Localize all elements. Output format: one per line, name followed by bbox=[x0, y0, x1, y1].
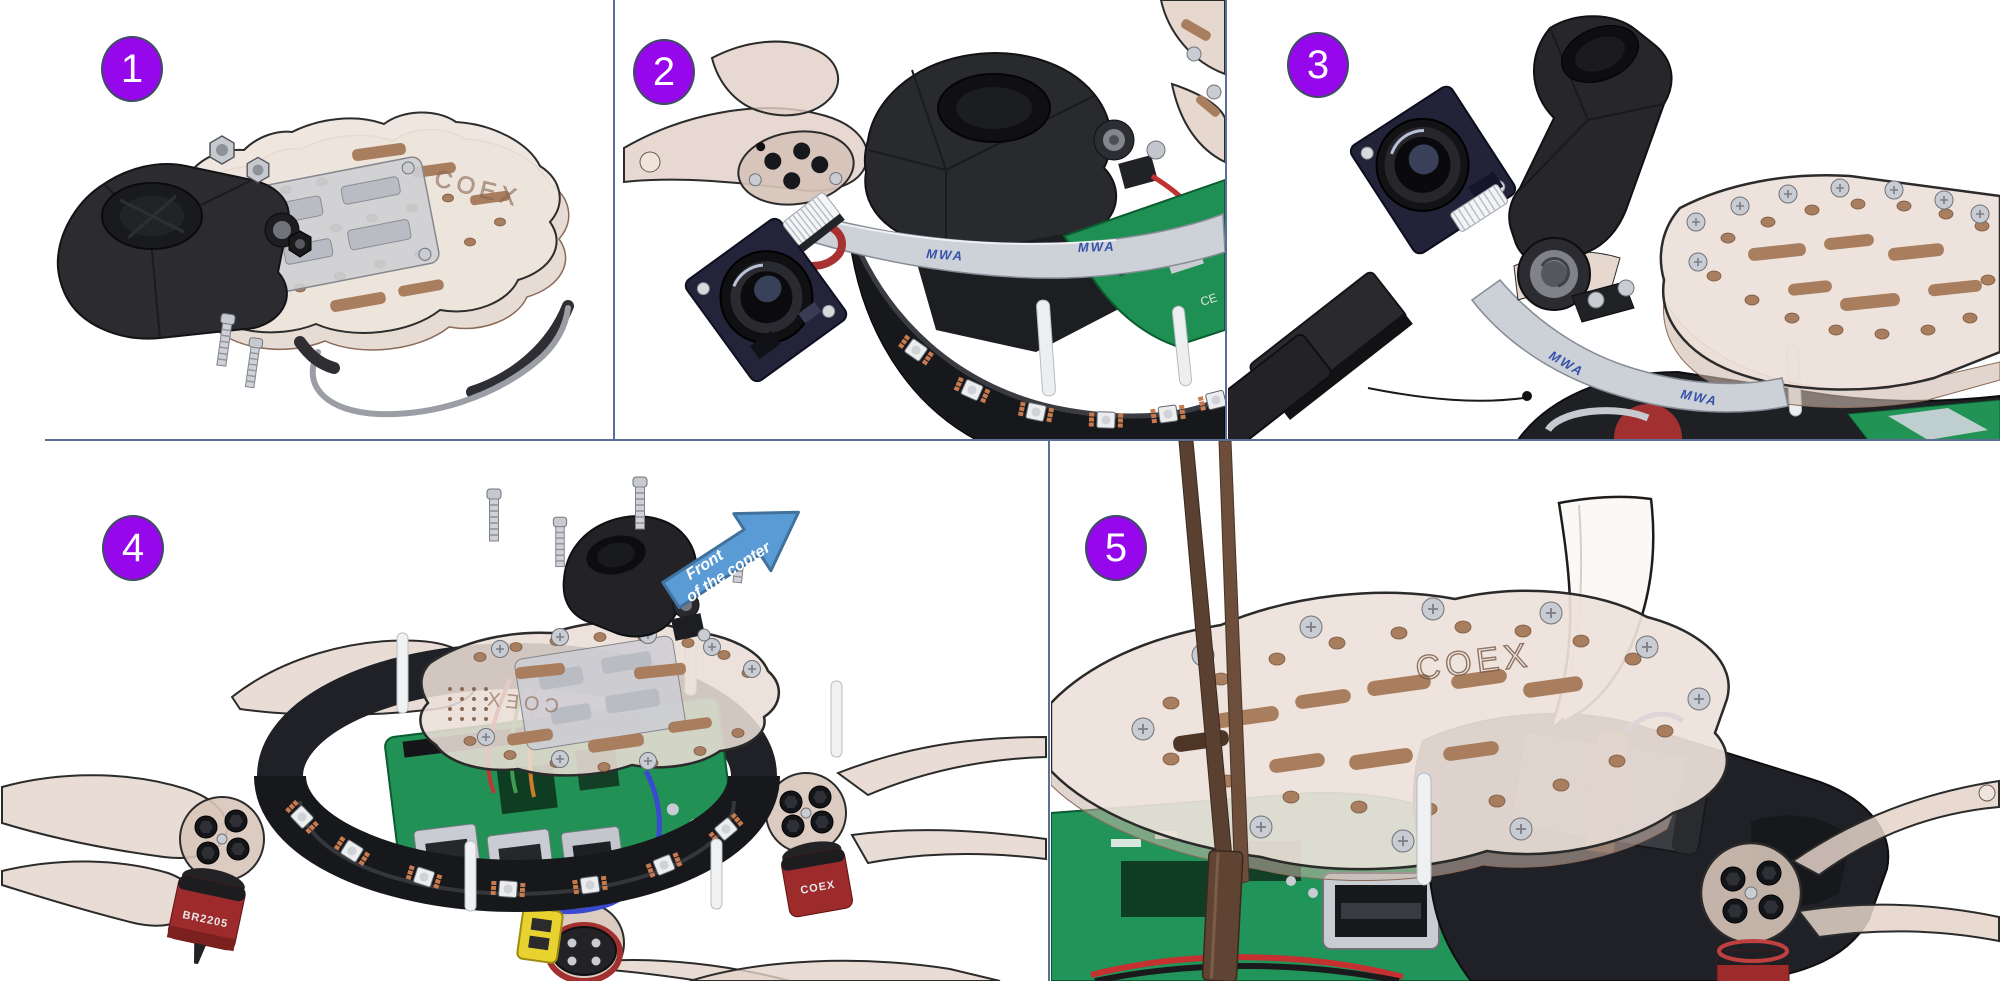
power-wire-red bbox=[1090, 954, 1404, 980]
divider-bottom bbox=[1048, 440, 1050, 981]
camera-mount-arm bbox=[1508, 15, 1673, 323]
deck-plate bbox=[1659, 174, 2000, 408]
xt60-connector bbox=[516, 906, 564, 964]
top-deck-plate: COEX bbox=[1051, 589, 1730, 881]
right-arm-motor: COEX bbox=[765, 735, 1047, 918]
nut-icon bbox=[246, 156, 270, 184]
upper-frame-plates bbox=[1159, 0, 1225, 164]
right-arm-motor bbox=[1699, 779, 2000, 981]
power-wire-black bbox=[1094, 963, 1400, 981]
camera-mount-hood bbox=[562, 515, 711, 642]
led-ring-front bbox=[254, 774, 780, 912]
ribbon-marking: MWA bbox=[1078, 239, 1116, 255]
step-5-illustration: COEX bbox=[1051, 441, 2000, 981]
step-2-illustration: CE MWA MWA bbox=[623, 0, 1225, 440]
step-badge-5: 5 bbox=[1085, 515, 1147, 581]
raspberry-camera-module bbox=[684, 192, 848, 383]
step-3-illustration: MWA MWA bbox=[1228, 15, 2000, 440]
camera-cable bbox=[294, 300, 574, 418]
left-arm-motor: BR2205 bbox=[0, 774, 265, 965]
motor-mount-pad bbox=[737, 130, 855, 206]
motor: COEX bbox=[781, 841, 853, 918]
camera-ribbon-cable: MWA MWA bbox=[805, 212, 1225, 279]
raspberry-camera-module bbox=[1349, 85, 1517, 255]
plate-screws bbox=[1686, 178, 1990, 272]
motor: BR2205 bbox=[166, 868, 246, 965]
ribbon-marking: MWA bbox=[926, 246, 965, 264]
usb-port bbox=[1322, 872, 1440, 950]
standoff-post bbox=[1416, 772, 1432, 886]
nut-icon bbox=[209, 135, 235, 165]
camera-hood bbox=[863, 52, 1166, 270]
battery-strap bbox=[1178, 441, 1250, 981]
camera-mount-hood bbox=[56, 163, 312, 340]
step-badge-4: 4 bbox=[102, 515, 164, 581]
standoff-posts bbox=[1036, 299, 1193, 397]
step-badge-1: 1 bbox=[101, 36, 163, 102]
pcb-ce-mark: CE bbox=[1199, 290, 1219, 308]
ribbon-on-pcb bbox=[1888, 408, 1988, 440]
motor bbox=[1716, 939, 1790, 981]
front-arm-motor bbox=[543, 902, 1001, 981]
step-badge-2: 2 bbox=[633, 39, 695, 105]
divider-top-2 bbox=[1225, 0, 1227, 440]
screw-icon bbox=[486, 488, 502, 542]
ffc-connector bbox=[782, 192, 845, 252]
step-badge-3: 3 bbox=[1287, 32, 1349, 98]
top-deck-assembly: COEX bbox=[419, 620, 780, 777]
divider-top-1 bbox=[613, 0, 615, 440]
divider-horizontal bbox=[45, 439, 2000, 441]
plate-slots bbox=[330, 142, 510, 312]
led-strip-ring bbox=[848, 231, 1225, 440]
step-1-illustration: COEX bbox=[56, 111, 574, 418]
step-4-illustration: BR2205 COEX bbox=[0, 476, 1047, 981]
screw-icon bbox=[552, 516, 568, 568]
screw-icon bbox=[632, 476, 648, 530]
foam-damping-pads bbox=[1228, 271, 1532, 440]
perforation-grid bbox=[448, 687, 488, 721]
